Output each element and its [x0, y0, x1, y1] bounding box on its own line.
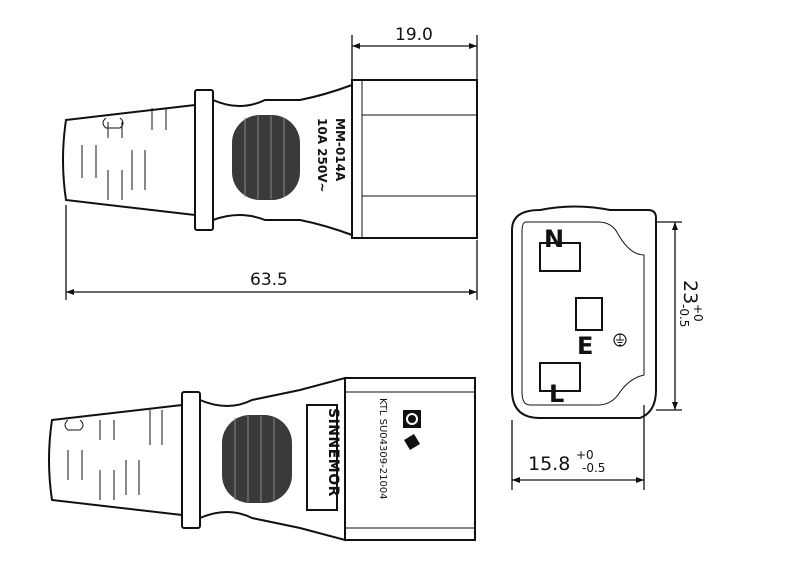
certification-marking: KTL SU04309-21004: [377, 398, 388, 500]
overall-length-value: 63.5: [250, 270, 288, 290]
dimension-face-height: 23 +0 -0.5: [656, 221, 705, 411]
face-height-tol-lower: -0.5: [677, 304, 691, 327]
pin-e-label: E: [577, 332, 593, 360]
top-width-value: 19.0: [395, 25, 433, 45]
dimension-face-width: 15.8 +0 -0.5: [511, 405, 645, 490]
model-marking: MM-014A: [333, 118, 347, 182]
dimension-overall-length: 63.5: [65, 205, 478, 300]
kc-logo: [403, 410, 421, 450]
face-width-value: 15.8: [528, 453, 570, 475]
brand-marking: SINNEMOR: [325, 408, 341, 497]
face-view: N E L: [511, 205, 657, 419]
side-view: SINNEMOR KTL SU04309-21004: [48, 376, 476, 542]
pin-l-label: L: [549, 380, 564, 408]
pin-n-label: N: [544, 225, 564, 253]
top-view: MM-014A 10A 250V~: [62, 79, 478, 239]
face-height-value: 23: [679, 280, 701, 304]
face-height-tol-upper: +0: [691, 304, 705, 322]
face-width-tol-lower: -0.5: [582, 461, 605, 475]
dimension-top-width: 19.0: [351, 25, 478, 80]
face-width-tol-upper: +0: [576, 448, 594, 462]
rating-marking: 10A 250V~: [315, 118, 329, 193]
earth-icon: [613, 333, 627, 347]
